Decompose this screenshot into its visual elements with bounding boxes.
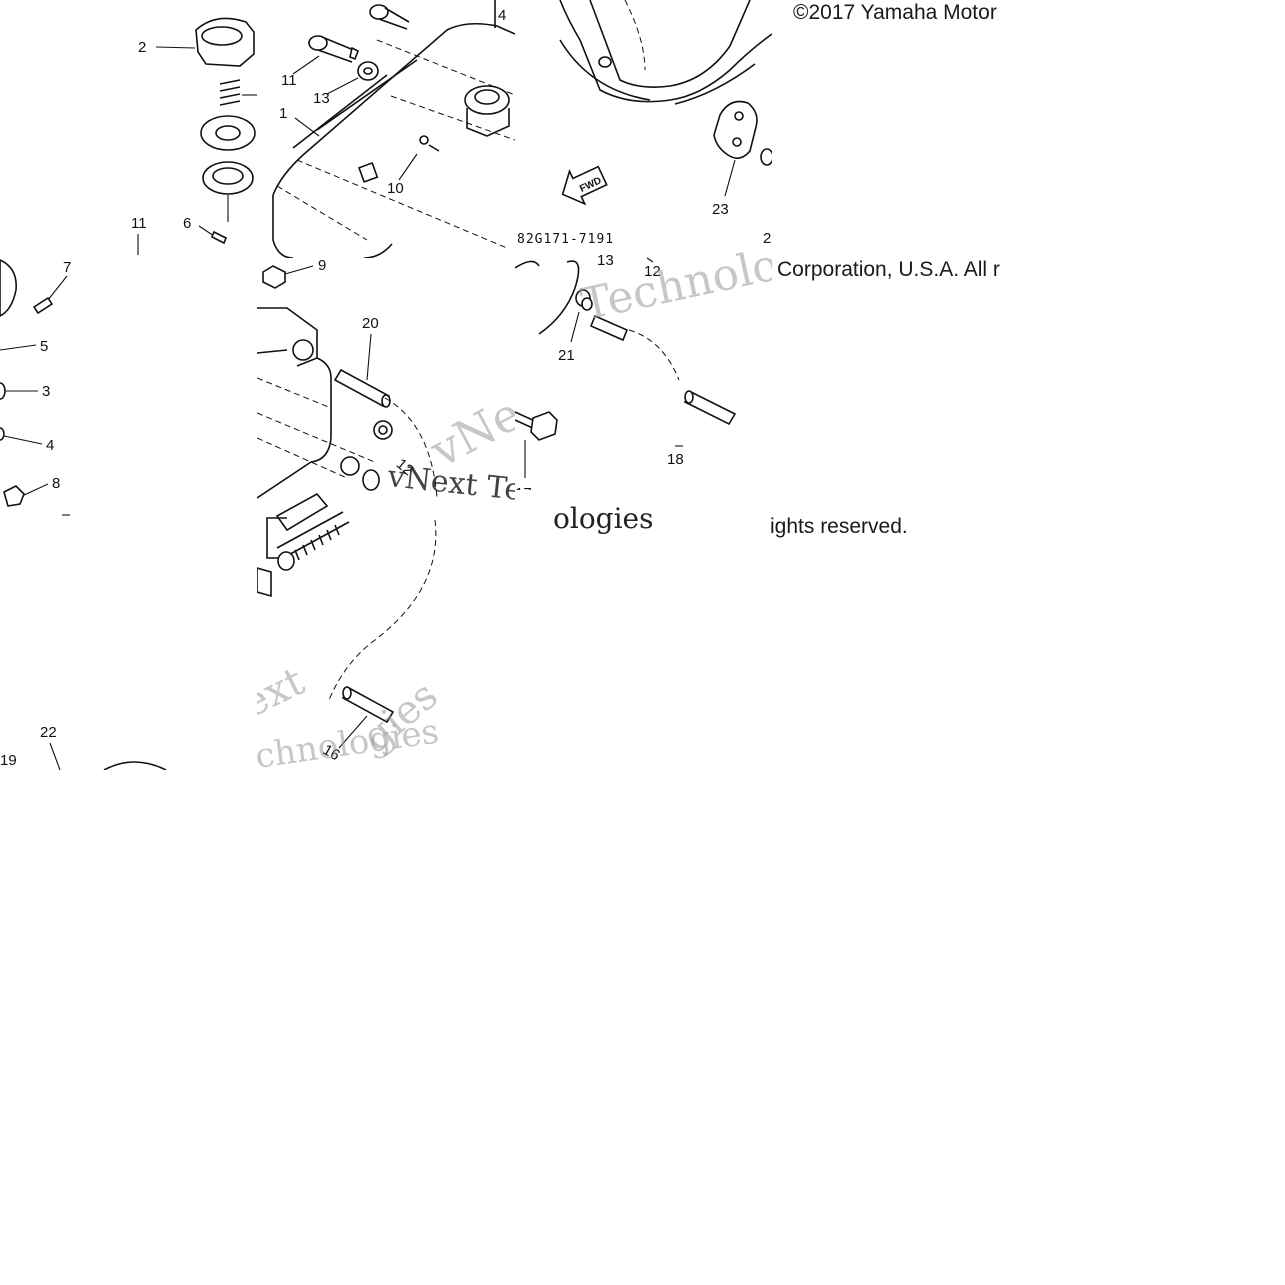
callout-10: 10 [387, 180, 404, 197]
diagram-tile-right: 23 FWD 82G171-7191 2 13 12 21 [515, 0, 772, 515]
callout-3: 3 [42, 383, 50, 400]
left-parts-drawing: 2 6 11 7 [0, 17, 257, 770]
part-bolt-20 [515, 411, 558, 478]
part-gasket [202, 161, 254, 222]
part-pin-16 [341, 686, 395, 724]
callout-11-left: 11 [131, 215, 147, 232]
diagram-tile-center-lower: 9 20 12 [257, 258, 515, 770]
watermark-ologies-strip: ologies [553, 502, 654, 535]
part-bracket-23 [713, 100, 772, 166]
callout-19: 20 [362, 315, 379, 332]
part-tank-body [272, 22, 515, 258]
part-outer-shell [559, 0, 772, 105]
watermark-vnext-te: vNext Te [385, 459, 515, 508]
callout-13-right: 13 [597, 252, 614, 269]
callout-18: 18 [667, 451, 684, 468]
part-bolt-11 [308, 35, 360, 63]
callout-12-right: 12 [644, 263, 661, 280]
diagram-tile-strip: ologies [515, 490, 680, 540]
part-bolt-top [369, 4, 410, 30]
center-upper-drawing: 4 11 13 1 [272, 0, 515, 258]
copyright-line-3: ights reserved. [770, 515, 908, 538]
callout-6: 6 [183, 215, 191, 232]
callout-7: 7 [63, 259, 71, 276]
part-housing [257, 307, 378, 559]
part-number-label: 82G171-7191 [517, 232, 614, 247]
callout-8: 8 [52, 475, 60, 492]
callout-23: 23 [712, 201, 729, 218]
callout-5: 5 [40, 338, 48, 355]
svg-text:2: 2 [763, 230, 771, 247]
callout-1: 1 [279, 105, 287, 122]
center-lower-drawing: 9 20 12 [257, 258, 515, 770]
part-seal [200, 115, 256, 151]
right-parts-drawing: 23 FWD 82G171-7191 2 13 12 21 [515, 0, 772, 515]
diagram-tile-left: 2 6 11 7 [0, 0, 257, 770]
part-filler-cap [195, 17, 255, 67]
part-pin-18 [683, 390, 737, 426]
callout-17: 19 [0, 752, 17, 769]
callout-13: 13 [313, 90, 330, 107]
callout-4: 4 [46, 437, 54, 454]
diagram-tile-center-upper: 4 11 13 1 [257, 0, 515, 258]
callout-2: 2 [138, 39, 146, 56]
callout-21: 21 [558, 347, 575, 364]
callout-11: 11 [281, 72, 297, 89]
part-pin-19 [333, 368, 391, 408]
part-fitting [464, 85, 510, 137]
watermark-ext: ext [257, 658, 311, 727]
callout-9: 9 [318, 258, 326, 274]
part-spring [219, 79, 257, 106]
copyright-line-1: ©2017 Yamaha Motor [793, 1, 997, 24]
callout-22: 22 [40, 724, 57, 741]
part-collar-21 [575, 289, 593, 311]
callout-16: 16 [320, 741, 343, 764]
copyright-line-2: Corporation, U.S.A. All r [777, 258, 1000, 281]
svg-text:4: 4 [498, 7, 506, 24]
fwd-arrow-icon: FWD [561, 165, 608, 206]
